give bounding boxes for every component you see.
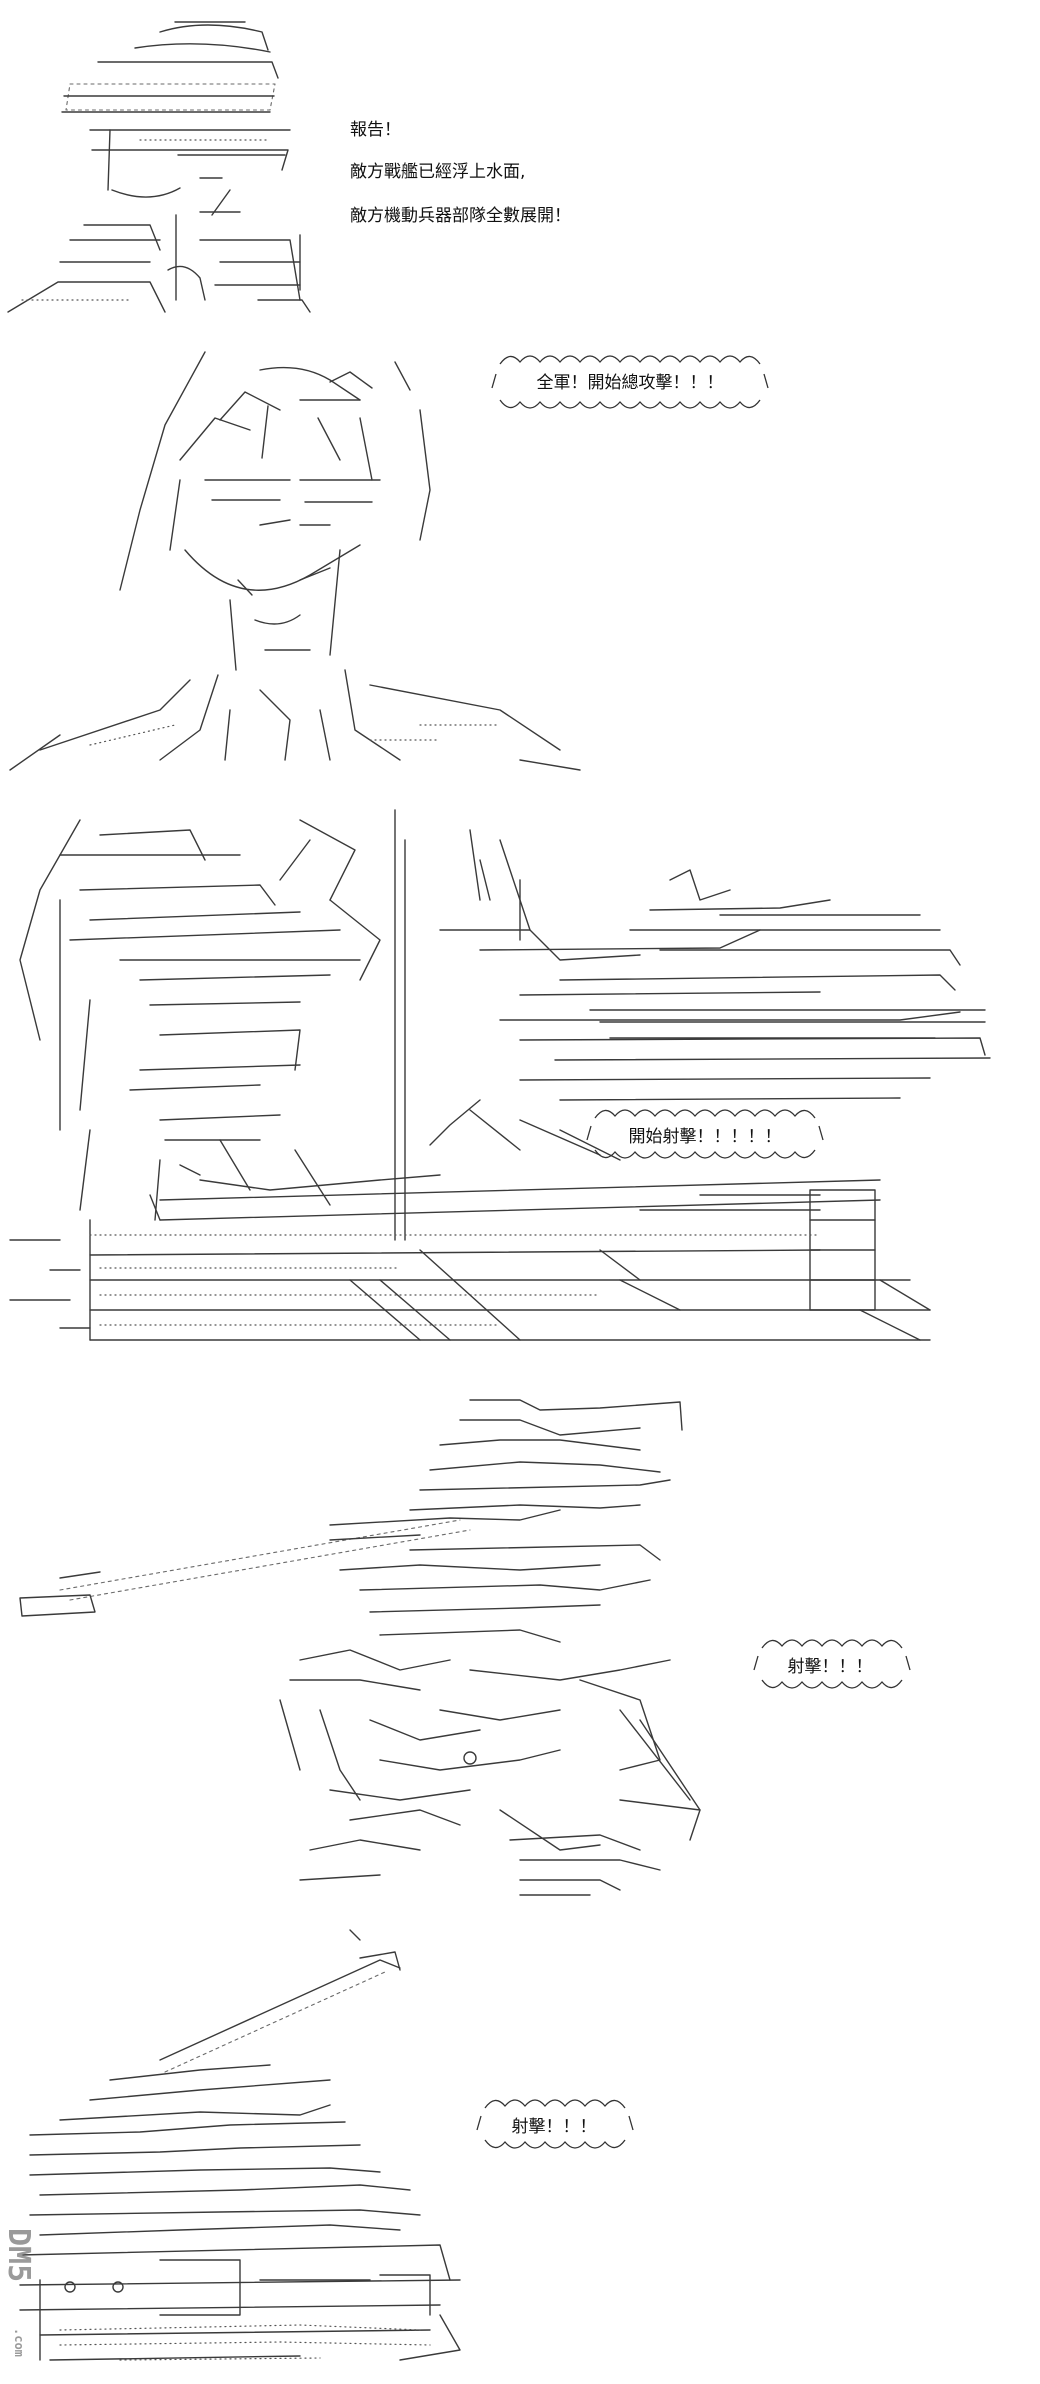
battleship-art [9,809,991,1341]
panel-tank-firing: 射擊！！！ DM5 .com [0,1920,1040,2384]
shout-fire-2: 射擊！！！ [511,2117,597,2137]
watermark-text: DM5 [1,2228,36,2283]
shout-burst-4 [476,2099,634,2149]
shout-start-firing: 開始射擊！！！！！ [628,1127,782,1147]
report-line-2: 敵方戰艦已經浮上水面, [350,162,526,182]
commander-figure-art [9,351,581,771]
watermark-suffix: .com [12,2328,26,2357]
report-line-3: 敵方機動兵器部隊全數展開！ [350,206,571,226]
dm5-watermark-logo: DM5 .com [1,2228,44,2378]
panel-report: 報告！ 敵方戰艦已經浮上水面, 敵方機動兵器部隊全數展開！ [0,0,1040,320]
tank-art [19,1929,461,2361]
shout-burst-2 [586,1109,824,1159]
shout-fire-1: 射擊！！！ [787,1657,873,1677]
shout-burst-3 [753,1639,911,1689]
report-line-1: 報告！ [350,120,401,140]
shout-burst-1 [491,355,769,409]
mech-sniper-art [19,1399,701,1896]
shout-total-attack: 全軍！開始總攻擊！！！ [536,373,724,393]
panel-commander: 全軍！開始總攻擊！！！ [0,330,1040,771]
panel-battleship: 開始射擊！！！！！ [0,780,1040,1370]
panel-mech-firing: 射擊！！！ [0,1380,1040,1900]
soldier-figure-art [7,21,311,313]
